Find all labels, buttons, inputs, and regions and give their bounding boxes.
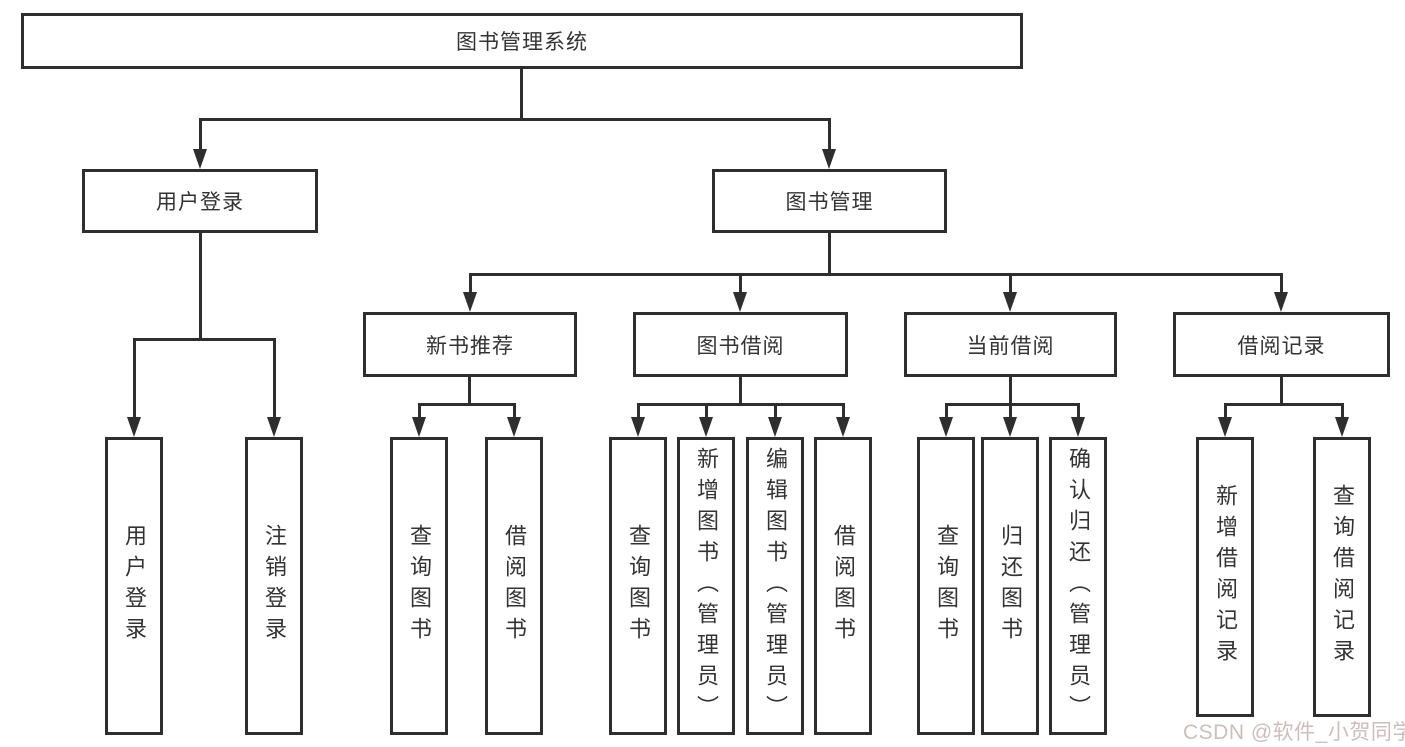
node-root-label: 图书管理系统 [456, 31, 588, 54]
node-br-add: 新增借阅记录 [1196, 437, 1254, 717]
arrow-down-icon [768, 417, 782, 437]
node-book-mgmt: 图书管理 [712, 169, 947, 233]
arrow-down-icon [836, 417, 850, 437]
arrow-down-icon [507, 417, 521, 437]
connector-line [273, 338, 276, 420]
node-bb-add: 新增图书（管理员） [677, 437, 735, 735]
connector-line [739, 273, 742, 294]
arrow-down-icon [1274, 292, 1288, 312]
node-nb-query-label: 查询图书 [407, 524, 432, 648]
connector-line [637, 403, 640, 420]
connector-line [520, 69, 523, 118]
connector-line [1224, 403, 1343, 406]
node-leaf-user-login: 用户登录 [105, 437, 163, 735]
node-br-add-label: 新增借阅记录 [1213, 484, 1238, 670]
node-user-login: 用户登录 [82, 169, 318, 233]
connector-line [469, 273, 472, 294]
arrow-down-icon [1335, 417, 1349, 437]
connector-line [1280, 273, 1283, 294]
connector-line [199, 233, 202, 338]
node-nb-query: 查询图书 [390, 437, 448, 735]
node-root: 图书管理系统 [21, 13, 1023, 69]
node-bb-borrow: 借阅图书 [814, 437, 872, 735]
connector-line [1280, 377, 1283, 406]
connector-line [418, 403, 421, 420]
node-book-borrow: 图书借阅 [633, 312, 848, 377]
arrow-down-icon [267, 417, 281, 437]
arrow-down-icon [463, 292, 477, 312]
connector-line [1224, 403, 1227, 420]
node-new-book-rec-label: 新书推荐 [426, 334, 514, 358]
connector-line [133, 338, 136, 420]
node-nb-borrow: 借阅图书 [485, 437, 543, 735]
node-bb-query: 查询图书 [609, 437, 667, 735]
connector-line [1009, 273, 1012, 294]
arrow-down-icon [699, 417, 713, 437]
connector-line [1341, 403, 1344, 420]
node-nb-borrow-label: 借阅图书 [502, 524, 527, 648]
connector-line [1009, 403, 1012, 420]
csdn-watermark: CSDN @软件_小贺同学 [1183, 721, 1405, 744]
connector-line [513, 403, 516, 420]
connector-line [828, 233, 831, 275]
node-bb-edit-label: 编辑图书（管理员） [763, 446, 788, 726]
arrow-down-icon [1003, 417, 1017, 437]
node-borrow-records: 借阅记录 [1173, 312, 1390, 377]
node-leaf-logout: 注销登录 [245, 437, 303, 735]
node-br-query: 查询借阅记录 [1313, 437, 1371, 717]
arrow-down-icon [733, 292, 747, 312]
connector-line [945, 403, 948, 420]
connector-line [1077, 403, 1080, 420]
connector-line [705, 403, 708, 420]
node-bb-add-label: 新增图书（管理员） [694, 446, 719, 726]
node-borrow-records-label: 借阅记录 [1237, 334, 1326, 358]
connector-line [774, 403, 777, 420]
connector-line [199, 118, 202, 151]
node-leaf-logout-label: 注销登录 [262, 524, 287, 648]
arrow-down-icon [193, 149, 207, 169]
node-current-borrow-label: 当前借阅 [966, 334, 1055, 358]
connector-line [828, 118, 831, 151]
node-new-book-rec: 新书推荐 [363, 312, 577, 377]
connector-line [469, 273, 1283, 276]
connector-line [1009, 377, 1012, 406]
arrow-down-icon [412, 417, 426, 437]
arrow-down-icon [1003, 292, 1017, 312]
node-cb-return-label: 归还图书 [998, 524, 1023, 648]
arrow-down-icon [631, 417, 645, 437]
node-cb-confirm-label: 确认归还（管理员） [1066, 446, 1091, 726]
arrow-down-icon [939, 417, 953, 437]
node-bb-edit: 编辑图书（管理员） [746, 437, 804, 735]
node-bb-query-label: 查询图书 [626, 524, 651, 648]
connector-line [418, 403, 516, 406]
node-current-borrow: 当前借阅 [904, 312, 1117, 377]
connector-line [637, 403, 845, 406]
arrow-down-icon [1218, 417, 1232, 437]
node-book-borrow-label: 图书借阅 [696, 334, 785, 358]
arrow-down-icon [127, 417, 141, 437]
node-cb-return: 归还图书 [981, 437, 1039, 735]
connector-line [133, 338, 276, 341]
connector-line [842, 403, 845, 420]
connector-line [945, 403, 1079, 406]
node-cb-query: 查询图书 [917, 437, 975, 735]
connector-line [739, 377, 742, 406]
node-user-login-label: 用户登录 [156, 191, 244, 214]
node-book-mgmt-label: 图书管理 [785, 191, 874, 214]
node-br-query-label: 查询借阅记录 [1330, 484, 1355, 670]
node-cb-confirm: 确认归还（管理员） [1049, 437, 1107, 735]
node-cb-query-label: 查询图书 [934, 524, 959, 648]
node-bb-borrow-label: 借阅图书 [831, 524, 856, 648]
node-leaf-user-login-label: 用户登录 [122, 524, 147, 648]
connector-line [468, 377, 471, 406]
arrow-down-icon [822, 149, 836, 169]
arrow-down-icon [1071, 417, 1085, 437]
connector-line [199, 118, 831, 121]
